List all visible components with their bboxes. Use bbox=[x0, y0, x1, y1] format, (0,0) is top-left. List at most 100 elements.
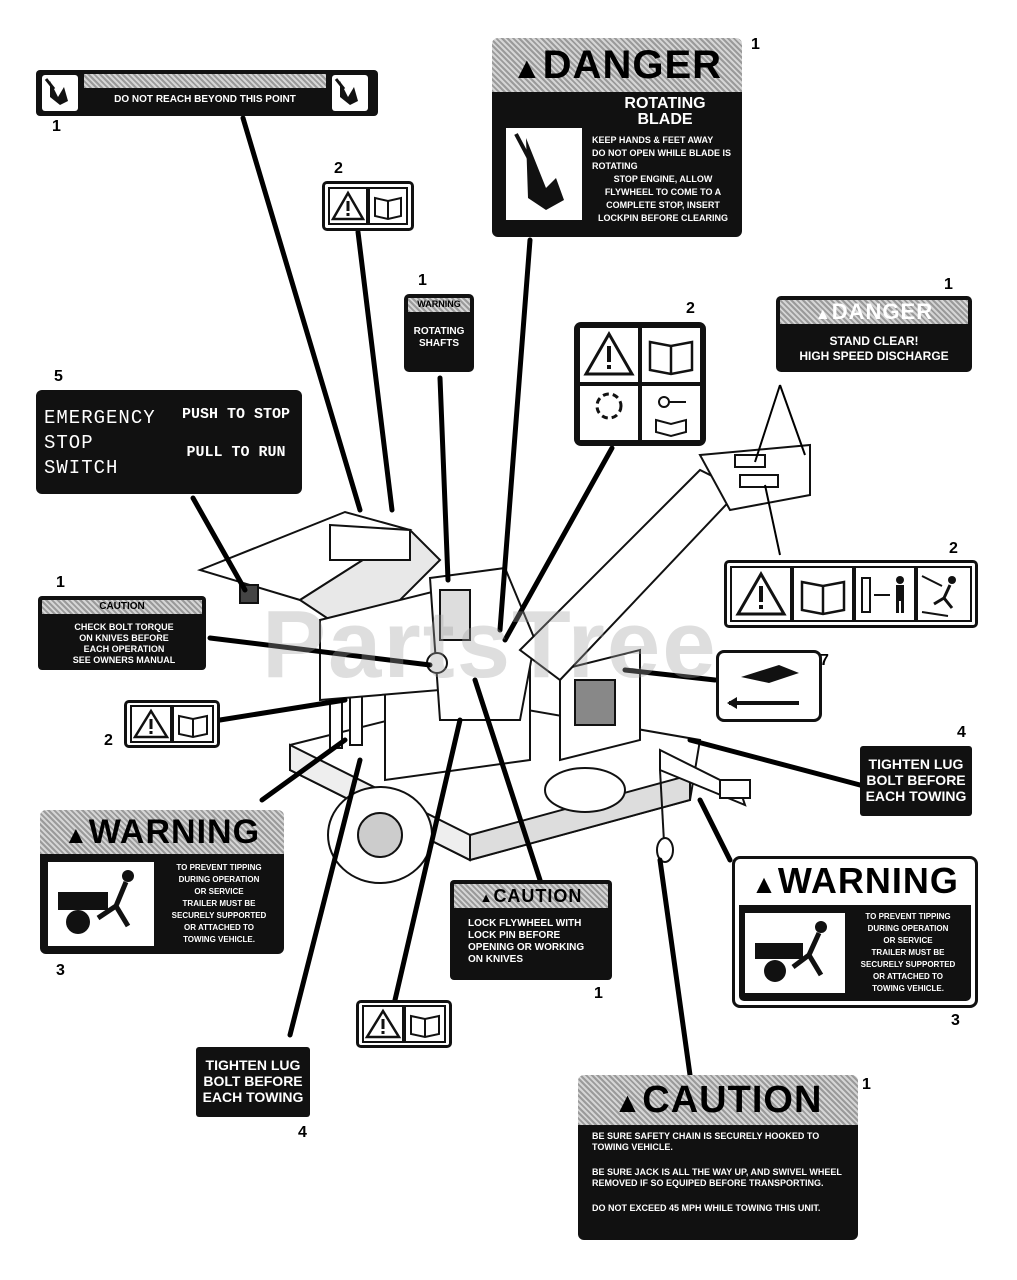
pull-to-run-label: PULL TO RUN bbox=[186, 444, 286, 461]
callout-number: 4 bbox=[957, 724, 966, 741]
warning-triangle-icon bbox=[730, 566, 792, 622]
tighten-lug-bolt-decal: TIGHTEN LUG BOLT BEFORE EACH TOWING bbox=[860, 746, 972, 816]
callout-number: 3 bbox=[951, 1012, 960, 1029]
caution-chain-bullets: BE SURE SAFETY CHAIN IS SECURELY HOOKED … bbox=[592, 1131, 848, 1214]
decal-header-band bbox=[780, 300, 968, 324]
warning-header-text: WARNING bbox=[88, 813, 261, 851]
stand-clear-header: ▲DANGER bbox=[814, 299, 934, 324]
shafts-text: ROTATING SHAFTS bbox=[413, 326, 465, 349]
caution-header-band bbox=[578, 1075, 858, 1125]
emergency-stop-switch-decal: EMERGENCY STOP SWITCH PUSH TO STOP PULL … bbox=[36, 390, 302, 494]
warning-triangle-icon bbox=[328, 187, 368, 225]
warning-header: ▲WARNING bbox=[63, 813, 261, 851]
push-to-stop-label: PUSH TO STOP bbox=[181, 406, 291, 423]
quad-safety-icon-decal: STOP bbox=[574, 322, 706, 446]
callout-number: 1 bbox=[52, 118, 61, 135]
safety-icon-pair-decal bbox=[356, 1000, 452, 1048]
warning-triangle-icon bbox=[130, 705, 172, 743]
warning-body: TO PREVENT TIPPING DURING OPERATION OR S… bbox=[739, 905, 971, 1001]
manual-book-icon bbox=[792, 566, 854, 622]
safety-icon-strip-decal bbox=[724, 560, 978, 628]
danger-header-band bbox=[492, 38, 742, 92]
danger-header-text: DANGER bbox=[542, 43, 723, 87]
danger-bullets: KEEP HANDS & FEET AWAY DO NOT OPEN WHILE… bbox=[592, 134, 734, 225]
hand-hazard-decal bbox=[716, 650, 822, 722]
safety-icon-pair-decal bbox=[322, 181, 414, 231]
warning-header: ▲WARNING bbox=[751, 860, 959, 901]
caution-bullet: BE SURE JACK IS ALL THE WAY UP, AND SWIV… bbox=[592, 1167, 842, 1188]
callout-number: 2 bbox=[334, 160, 343, 177]
manual-book-icon bbox=[404, 1005, 446, 1043]
stand-clear-danger-decal: ▲DANGER STAND CLEAR! HIGH SPEED DISCHARG… bbox=[776, 296, 972, 372]
danger-bullet: KEEP HANDS & FEET AWAY bbox=[592, 135, 714, 145]
caution-bullet: BE SURE SAFETY CHAIN IS SECURELY HOOKED … bbox=[592, 1131, 820, 1152]
lug-bolt-text: TIGHTEN LUG BOLT BEFORE EACH TOWING bbox=[865, 756, 967, 804]
danger-rotating-blade-decal: ROTATING BLADE KEEP HANDS & FEET AWAY DO… bbox=[492, 92, 742, 237]
callout-number: 1 bbox=[418, 272, 427, 289]
flying-debris-icon bbox=[916, 566, 972, 622]
callout-number: 2 bbox=[949, 540, 958, 557]
manual-book-icon bbox=[172, 705, 214, 743]
shafts-header: WARNING bbox=[417, 299, 461, 309]
decal-header-band bbox=[408, 298, 470, 312]
caution-header-text: CAUTION bbox=[642, 1079, 823, 1121]
hand-hazard-icon bbox=[42, 75, 78, 111]
caution-bullet: DO NOT EXCEED 45 MPH WHILE TOWING THIS U… bbox=[592, 1203, 821, 1213]
caution-bolt-torque-decal: CAUTION CHECK BOLT TORQUE ON KNIVES BEFO… bbox=[38, 596, 206, 670]
lug-bolt-text: TIGHTEN LUG BOLT BEFORE EACH TOWING bbox=[202, 1057, 304, 1105]
warning-triangle-icon bbox=[362, 1005, 404, 1043]
warning-tipping-decal: TO PREVENT TIPPING DURING OPERATION OR S… bbox=[40, 854, 284, 954]
callout-number: 4 bbox=[298, 1124, 307, 1141]
manual-book-icon bbox=[368, 187, 408, 225]
tighten-lug-bolt-decal: TIGHTEN LUG BOLT BEFORE EACH TOWING bbox=[196, 1047, 310, 1117]
callout-number: 5 bbox=[54, 368, 63, 385]
callout-number: 1 bbox=[862, 1076, 871, 1093]
callout-number: 1 bbox=[944, 276, 953, 293]
keep-distance-icon bbox=[854, 566, 916, 622]
rotating-shafts-decal: WARNING ROTATING SHAFTS bbox=[404, 294, 474, 372]
decal-text: DO NOT REACH BEYOND THIS POINT bbox=[114, 94, 296, 105]
warning-tipping-decal: ▲WARNING TO PREVENT TIPPING DURING OPERA… bbox=[732, 856, 978, 1008]
callout-number: 1 bbox=[56, 574, 65, 591]
danger-bullet: DO NOT OPEN WHILE BLADE IS ROTATING bbox=[592, 148, 732, 171]
manual-book-icon bbox=[642, 328, 700, 382]
caution-header-text: CAUTION bbox=[493, 886, 583, 906]
emergency-label: EMERGENCY STOP SWITCH bbox=[44, 407, 156, 479]
callout-number: 3 bbox=[56, 962, 65, 979]
callout-number: 7 bbox=[820, 652, 829, 669]
warning-header-text: WARNING bbox=[777, 860, 959, 901]
caution-header: ▲CAUTION bbox=[613, 1079, 823, 1121]
warning-header-band bbox=[40, 810, 284, 854]
caution-bolt-text: CHECK BOLT TORQUE ON KNIVES BEFORE EACH … bbox=[72, 622, 176, 665]
hand-cut-icon bbox=[506, 128, 582, 220]
callout-number: 1 bbox=[751, 36, 760, 53]
trailer-tipping-icon bbox=[745, 913, 845, 993]
stand-clear-text: STAND CLEAR! HIGH SPEED DISCHARGE bbox=[799, 334, 949, 363]
warning-text: TO PREVENT TIPPING DURING OPERATION OR S… bbox=[171, 863, 267, 944]
caution-safety-chain-decal: BE SURE SAFETY CHAIN IS SECURELY HOOKED … bbox=[578, 1125, 858, 1240]
danger-bullet: STOP ENGINE, ALLOW FLYWHEEL TO COME TO A… bbox=[597, 174, 728, 223]
stand-clear-header-text: DANGER bbox=[831, 299, 934, 324]
do-not-reach-decal: DO NOT REACH BEYOND THIS POINT bbox=[36, 70, 378, 116]
warning-text: TO PREVENT TIPPING DURING OPERATION OR S… bbox=[860, 912, 956, 993]
caution-flywheel-decal: ▲CAUTION LOCK FLYWHEEL WITH LOCK PIN BEF… bbox=[450, 880, 612, 980]
caution-header: ▲CAUTION bbox=[479, 886, 583, 906]
caution-header: CAUTION bbox=[99, 601, 145, 612]
trailer-tipping-icon bbox=[48, 862, 154, 946]
hand-hazard-icon bbox=[332, 75, 368, 111]
danger-title: ROTATING BLADE bbox=[624, 95, 706, 128]
callout-number: 2 bbox=[686, 300, 695, 317]
key-manual-icon bbox=[642, 386, 700, 440]
danger-header: ▲DANGER bbox=[511, 43, 723, 87]
stop-label: STOP bbox=[595, 424, 623, 435]
caution-flywheel-text: LOCK FLYWHEEL WITH LOCK PIN BEFORE OPENI… bbox=[468, 918, 585, 965]
hand-cut-icon bbox=[727, 665, 799, 709]
warning-triangle-icon bbox=[580, 328, 638, 382]
decal-header-band bbox=[84, 74, 326, 88]
callout-number: 2 bbox=[104, 732, 113, 749]
blade-stop-icon: STOP bbox=[580, 386, 638, 440]
callout-number: 1 bbox=[594, 985, 603, 1002]
decal-header-band bbox=[454, 884, 608, 908]
